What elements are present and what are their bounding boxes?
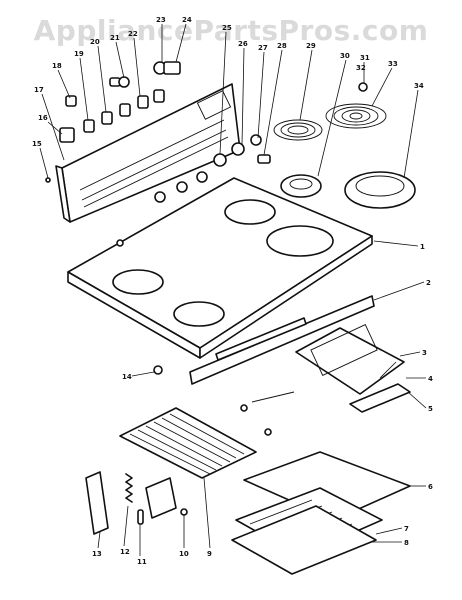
callout-23: 23	[156, 16, 166, 24]
broiler-rack[interactable]	[231, 451, 411, 575]
callout-24: 24	[182, 16, 192, 24]
callout-12: 12	[120, 548, 130, 556]
callout-30: 30	[340, 52, 350, 60]
callout-7: 7	[404, 525, 409, 533]
callout-14: 14	[122, 373, 132, 381]
drip-pans[interactable]	[280, 171, 416, 209]
control-knobs[interactable]	[154, 134, 262, 203]
callout-29: 29	[306, 42, 316, 50]
leader-lines	[39, 23, 427, 556]
callout-31: 31	[360, 54, 370, 62]
callout-18: 18	[52, 62, 62, 70]
callout-6: 6	[428, 483, 433, 491]
callout-15: 15	[32, 140, 42, 148]
callout-5: 5	[428, 405, 433, 413]
callout-26: 26	[238, 40, 248, 48]
callout-13: 13	[92, 550, 102, 558]
callout-10: 10	[179, 550, 189, 558]
callout-1: 1	[420, 243, 425, 251]
cooktop[interactable]	[67, 177, 373, 359]
grill-grate[interactable]	[119, 407, 257, 479]
callout-28: 28	[277, 42, 287, 50]
callout-22: 22	[128, 30, 138, 38]
callout-8: 8	[404, 539, 409, 547]
callout-16: 16	[38, 114, 48, 122]
callout-4: 4	[428, 375, 433, 383]
small-parts[interactable]	[85, 365, 272, 535]
callout-32: 32	[356, 64, 366, 72]
callout-20: 20	[90, 38, 100, 46]
element-assembly[interactable]	[251, 324, 411, 413]
callout-2: 2	[426, 279, 431, 287]
callout-21: 21	[110, 34, 120, 42]
callout-27: 27	[258, 44, 268, 52]
callout-labels: 1 2 3 4 5 6 7 8 9 10 11 12 13 14 15 16 1…	[32, 16, 433, 566]
callout-3: 3	[422, 349, 427, 357]
callout-33: 33	[388, 60, 398, 68]
callout-19: 19	[74, 50, 84, 58]
front-rail[interactable]	[189, 295, 375, 385]
callout-25: 25	[222, 24, 232, 32]
callout-11: 11	[137, 558, 147, 566]
callout-34: 34	[414, 82, 424, 90]
coil-elements[interactable]	[273, 82, 387, 141]
callout-17: 17	[34, 86, 44, 94]
callout-9: 9	[207, 550, 212, 558]
